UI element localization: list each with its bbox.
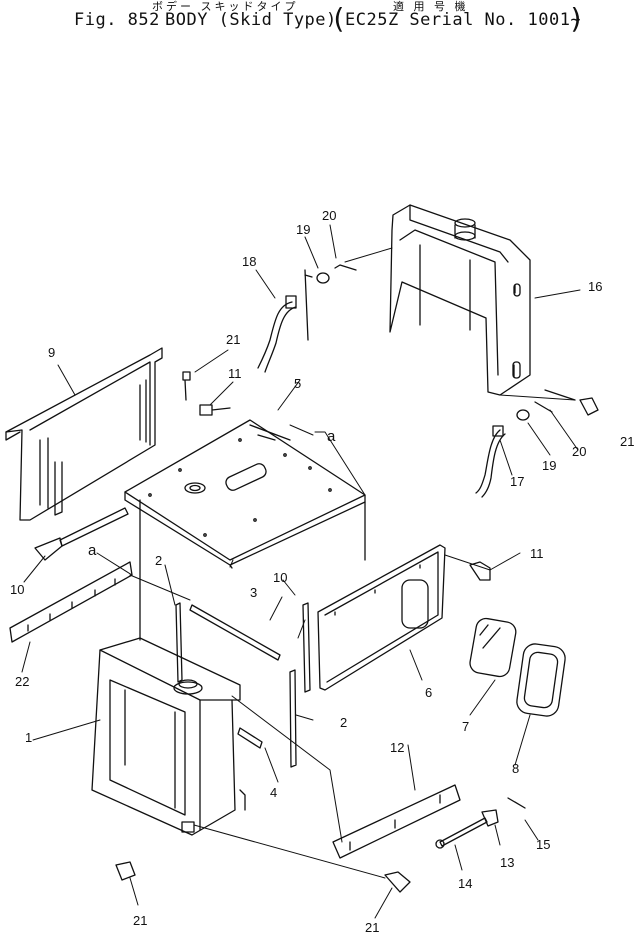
part-5-top-cover (124, 419, 366, 641)
label-part-20-upper: 20 (322, 208, 336, 223)
label-part-21-lower-left: 21 (133, 913, 147, 928)
part-10-left-strip (34, 507, 129, 561)
label-part-17: 17 (510, 474, 524, 489)
part-6-right-panel (317, 544, 446, 691)
parts-13-14-15-pin-set (435, 797, 526, 849)
label-part-5: 5 (294, 376, 301, 391)
part-15-clip (507, 797, 526, 809)
part-16-rear-frame (389, 204, 531, 396)
label-part-10-left: 10 (10, 582, 24, 597)
label-part-11-upper: 11 (228, 366, 242, 381)
figure-header: ボデー スキッドタイプ 適 用 号 機 Fig. 852 BODY (Skid … (0, 0, 637, 48)
part-12-bottom-plate (332, 784, 461, 859)
parts-2-3-4-rods (175, 602, 311, 768)
japanese-title: ボデー スキッドタイプ (152, 0, 299, 13)
japanese-applicable-label: 適 用 号 機 (393, 0, 469, 13)
part-3-bar (189, 604, 281, 661)
part-7-glass (469, 617, 517, 678)
label-part-21-lower-right: 21 (365, 920, 379, 933)
label-part-12: 12 (390, 740, 404, 755)
label-part-21-right: 21 (620, 434, 634, 449)
leader-lines (21, 224, 581, 919)
part-14-pin (439, 817, 488, 847)
label-part-15: 15 (536, 837, 550, 852)
label-part-20-lower: 20 (572, 444, 586, 459)
figure-title: BODY (Skid Type) (165, 10, 337, 30)
label-part-19-upper: 19 (296, 222, 310, 237)
part-9-side-panel (5, 347, 163, 521)
label-part-21-upper: 21 (226, 332, 240, 347)
paren-close: ) (568, 2, 586, 35)
label-part-19-lower: 19 (542, 458, 556, 473)
washers-clips (304, 264, 553, 421)
label-part-16: 16 (588, 279, 602, 294)
part-17-hose (475, 425, 506, 498)
ref-mark-a-lower: a (88, 542, 97, 559)
label-part-13: 13 (500, 855, 514, 870)
part-10-right-strip (302, 602, 311, 693)
part-2-rod-left (175, 602, 183, 683)
label-part-4: 4 (270, 785, 277, 800)
ref-mark-a-upper: a (327, 428, 336, 445)
part-13-bracket (481, 809, 499, 827)
figure-number: Fig. 852 (74, 10, 160, 30)
part-18-hose (257, 295, 297, 373)
serial-range: EC25Z Serial No. 1001~ (345, 10, 582, 30)
label-part-6: 6 (425, 685, 432, 700)
label-part-1: 1 (25, 730, 32, 745)
label-part-18: 18 (242, 254, 256, 269)
paren-open: ( (330, 2, 348, 35)
part-1-front-frame (91, 637, 246, 836)
label-part-2-lower: 2 (340, 715, 347, 730)
label-part-7: 7 (462, 719, 469, 734)
label-part-14: 14 (458, 876, 472, 891)
label-part-2-upper: 2 (155, 553, 162, 568)
part-22-seal-strip (9, 561, 133, 643)
part-4-bar (237, 727, 263, 749)
label-part-3: 3 (250, 585, 257, 600)
label-part-9: 9 (48, 345, 55, 360)
part-2-rod-right (289, 669, 297, 768)
label-part-22: 22 (15, 674, 29, 689)
bolts (115, 371, 599, 893)
label-part-10-right: 10 (273, 570, 287, 585)
part-8-window-seal (516, 643, 566, 717)
label-part-8: 8 (512, 761, 519, 776)
part-labels: 1 2 2 3 4 5 6 7 8 9 10 10 11 11 12 13 14… (10, 208, 634, 933)
label-part-11-right: 11 (530, 546, 544, 561)
